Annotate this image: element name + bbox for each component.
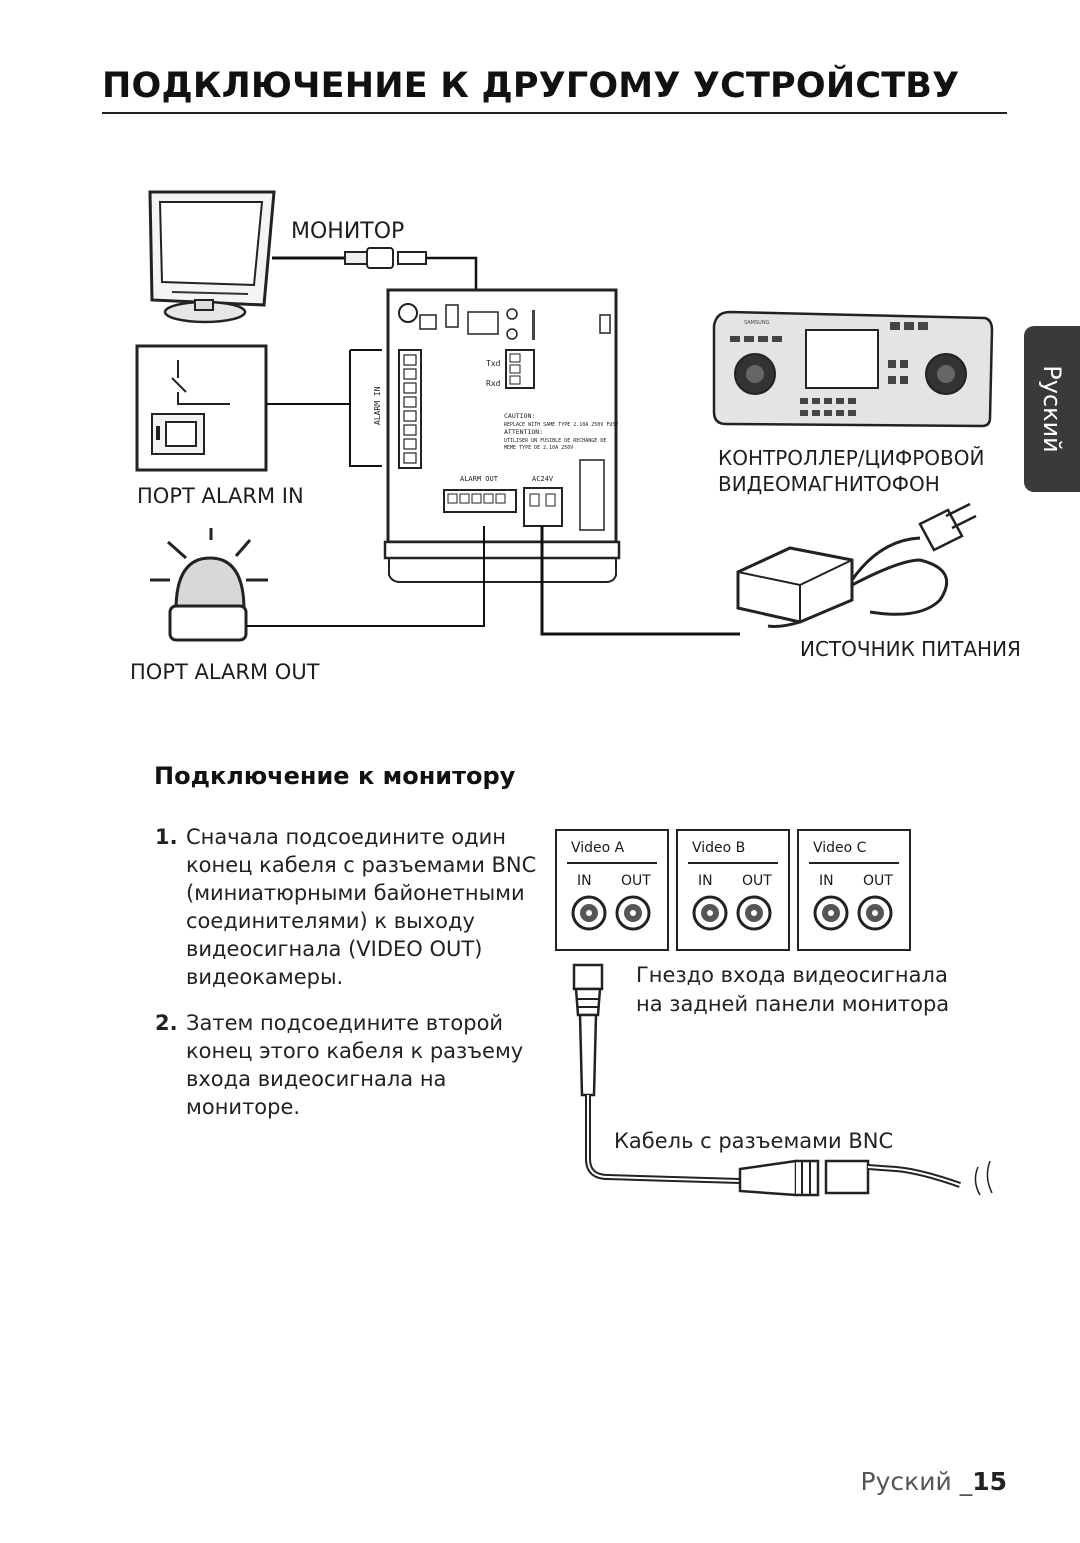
board-ac24-text: AC24V — [532, 475, 554, 483]
video-panel-b-out-label: OUT — [742, 873, 772, 889]
video-panel-b-in-label: IN — [698, 873, 713, 889]
controller-brand: SAMSUNG — [744, 320, 770, 326]
video-panel-c-title: Video C — [813, 840, 867, 856]
bnc-cable-illustration — [572, 963, 993, 1197]
controller-label-line1: КОНТРОЛЛЕР/ЦИФРОВОЙ — [718, 446, 984, 470]
board-alarm-out-text: ALARM OUT — [460, 475, 499, 483]
board-caution-text: CAUTION: — [504, 412, 535, 420]
board-attention-text: ATTENTION: — [504, 428, 543, 436]
step-2-text: Затем подсоедините второй конец этого ка… — [186, 1011, 524, 1119]
board-alarm-in-text: ALARM IN — [373, 386, 382, 425]
step-2: 2. Затем подсоедините второй конец этого… — [155, 1009, 546, 1121]
video-panel-c-jacks — [813, 895, 893, 931]
rear-board-illustration: ALARM IN Txd Rxd CAUTION: REPLACE WITH S… — [373, 288, 621, 583]
video-panel-b-title: Video B — [692, 840, 746, 856]
video-panel-a-title: Video A — [571, 840, 625, 856]
controller-label-line2: ВИДЕОМАГНИТОФОН — [718, 472, 940, 496]
jack-caption-line1: Гнездо входа видеосигнала — [636, 963, 948, 987]
alarm-light-illustration — [150, 528, 268, 642]
monitor-illustration — [148, 190, 276, 324]
alarm-out-label: ПОРТ ALARM OUT — [130, 660, 320, 684]
alarm-in-sensor-illustration — [135, 344, 268, 472]
video-panel-c-in-label: IN — [819, 873, 834, 889]
step-1-text: Сначала подсоедините один конец кабеля с… — [186, 825, 537, 989]
cable-caption: Кабель с разъемами BNC — [614, 1129, 894, 1153]
controller-illustration: SAMSUNG — [712, 310, 994, 428]
power-adapter-illustration — [736, 502, 977, 628]
page-number: 15 — [972, 1467, 1007, 1496]
video-panel-c-out-label: OUT — [863, 873, 893, 889]
board-attention-detail-1: UTILISER UN FUSIBLE DE RECHANGE DE — [504, 438, 606, 444]
alarm-in-label: ПОРТ ALARM IN — [137, 484, 304, 508]
video-panel-a: Video A IN OUT — [555, 829, 669, 951]
step-1: 1. Сначала подсоедините один конец кабел… — [155, 823, 546, 991]
jack-caption-line2: на задней панели монитора — [636, 992, 950, 1016]
video-panel-b-jacks — [692, 895, 772, 931]
title-divider — [102, 112, 1007, 114]
step-2-number: 2. — [155, 1011, 178, 1035]
video-panel-c: Video C IN OUT — [797, 829, 911, 951]
board-caution-detail: REPLACE WITH SAME TYPE 2.10A 250V FUSE — [504, 422, 618, 428]
board-txd-text: Txd — [486, 359, 501, 368]
connection-diagram: ALARM IN Txd Rxd CAUTION: REPLACE WITH S… — [130, 190, 1021, 684]
page-footer: Руский _15 — [861, 1467, 1007, 1496]
power-supply-label: ИСТОЧНИК ПИТАНИЯ — [800, 637, 1021, 661]
video-panel-a-in-label: IN — [577, 873, 592, 889]
language-side-tab: Руский — [1024, 326, 1080, 492]
page-title: ПОДКЛЮЧЕНИЕ К ДРУГОМУ УСТРОЙСТВУ — [102, 66, 960, 106]
monitor-label: МОНИТОР — [291, 219, 404, 244]
footer-language: Руский _ — [860, 1467, 973, 1496]
section-heading: Подключение к монитору — [154, 762, 516, 790]
board-rxd-text: Rxd — [486, 379, 501, 388]
video-panel-a-jacks — [571, 895, 651, 931]
step-1-number: 1. — [155, 825, 178, 849]
board-attention-detail-2: MEME TYPE DE 2.10A 250V — [504, 445, 573, 451]
video-panel-a-out-label: OUT — [621, 873, 651, 889]
video-panel-b: Video B IN OUT — [676, 829, 790, 951]
